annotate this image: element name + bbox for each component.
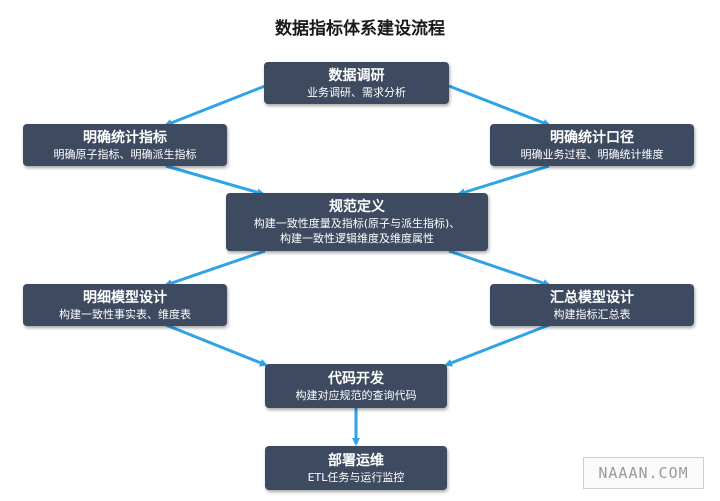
node-title: 数据调研 [328, 67, 385, 84]
node-title: 规范定义 [329, 199, 385, 215]
node-subtitle-line1: 构建一致性度量及指标(原子与派生指标)、 [253, 217, 461, 230]
node-subtitle-line2: 构建一致性逻辑维度及维度属性 [280, 232, 434, 245]
arrow-spec-to-detail [164, 249, 266, 287]
node-define-caliber: 明确统计口径 明确业务过程、明确统计维度 [490, 124, 694, 166]
arrow-spec-to-summary [448, 249, 551, 287]
watermark: NAAAN.COM [583, 457, 704, 489]
node-define-indicators: 明确统计指标 明确原子指标、明确派生指标 [23, 124, 227, 166]
arrow-indicators-to-spec [165, 164, 265, 197]
node-subtitle: ETL任务与运行监控 [307, 470, 405, 484]
node-title: 部署运维 [328, 452, 384, 469]
diagram-title: 数据指标体系建设流程 [275, 19, 445, 39]
node-detail-model: 明细模型设计 构建一致性事实表、维度表 [23, 284, 227, 326]
node-title: 明确统计口径 [550, 129, 634, 146]
node-subtitle: 构建指标汇总表 [553, 307, 631, 321]
node-code-dev: 代码开发 构建对应规范的查询代码 [265, 364, 447, 408]
node-title: 汇总模型设计 [550, 289, 634, 306]
node-summary-model: 汇总模型设计 构建指标汇总表 [490, 284, 694, 326]
arrow-detail-to-code [165, 323, 268, 367]
arrow-research-to-caliber [448, 84, 551, 127]
node-subtitle: 明确业务过程、明确统计维度 [520, 147, 664, 161]
node-title: 明细模型设计 [83, 289, 167, 306]
node-data-research: 数据调研 业务调研、需求分析 [264, 62, 449, 104]
node-title: 代码开发 [328, 370, 384, 387]
arrow-research-to-indicators [164, 84, 266, 127]
arrow-caliber-to-spec [457, 164, 550, 197]
node-subtitle: 构建一致性事实表、维度表 [59, 307, 191, 321]
node-subtitle: 构建对应规范的查询代码 [295, 388, 417, 402]
node-title: 明确统计指标 [83, 129, 167, 146]
node-spec-definition: 规范定义 构建一致性度量及指标(原子与派生指标)、 构建一致性逻辑维度及维度属性 [226, 193, 488, 251]
node-subtitle: 业务调研、需求分析 [307, 85, 406, 99]
node-deploy-ops: 部署运维 ETL任务与运行监控 [265, 446, 447, 490]
node-subtitle: 明确原子指标、明确派生指标 [53, 147, 197, 161]
arrow-summary-to-code [444, 323, 550, 367]
